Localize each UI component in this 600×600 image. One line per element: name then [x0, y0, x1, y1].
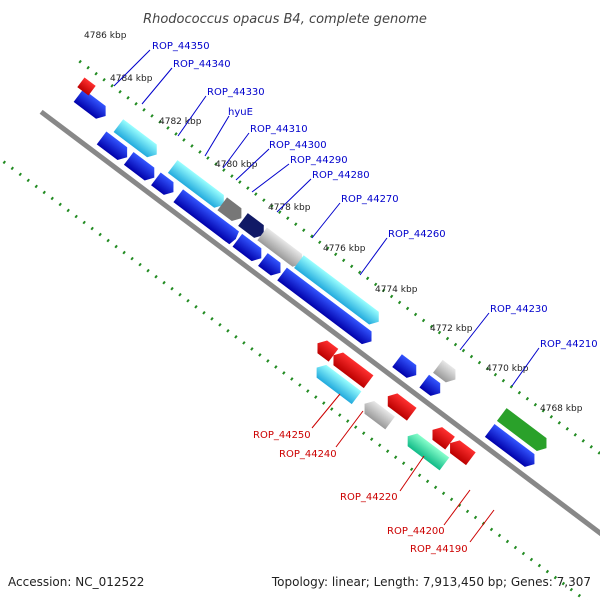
gene-blue-right[interactable]	[419, 374, 445, 400]
reverse-gene-label-text: ROP_44250 ROP_44240 ROP_44220 ROP_44200 …	[253, 430, 468, 555]
topology-text: Topology: linear; Length: 7,913,450 bp; …	[271, 575, 591, 589]
leader-line	[335, 410, 364, 448]
gene-blue-long[interactable]	[173, 189, 240, 245]
gene-label-rop-44190[interactable]: ROP_44190	[410, 544, 468, 555]
gene-red-right[interactable]	[445, 437, 476, 466]
gene-rop-44220[interactable]	[360, 397, 395, 430]
gene-rop-44250[interactable]	[313, 337, 339, 362]
gene-label-rop-44310[interactable]: ROP_44310	[250, 124, 308, 135]
gene-label-rop-44300[interactable]: ROP_44300	[269, 140, 327, 151]
leader-line	[443, 489, 471, 526]
forward-genes	[73, 89, 551, 470]
gene-rop-44270[interactable]	[257, 227, 307, 271]
gene-blue-lower[interactable]	[258, 253, 285, 279]
tick-label: 4784 kbp	[110, 74, 153, 84]
gene-label-rop-44240[interactable]: ROP_44240	[279, 449, 337, 460]
reverse-gene-labels	[311, 393, 495, 543]
leader-line	[222, 132, 250, 169]
gene-rop-44230[interactable]	[392, 354, 421, 381]
leader-line	[204, 115, 230, 157]
gene-label-rop-44210[interactable]: ROP_44210	[540, 339, 598, 350]
gene-rop-44280[interactable]	[238, 213, 268, 241]
tick-label: 4776 kbp	[323, 244, 366, 254]
tick-label: 4768 kbp	[540, 404, 583, 414]
gene-label-rop-44270[interactable]: ROP_44270	[341, 194, 399, 205]
gene-label-rop-44200[interactable]: ROP_44200	[387, 526, 445, 537]
accession-text: Accession: NC_012522	[8, 575, 144, 589]
gene-right-edge-1[interactable]	[496, 408, 551, 454]
tick-label: 4780 kbp	[215, 160, 258, 170]
gene-blue-big[interactable]	[277, 267, 376, 348]
tick-label: 4772 kbp	[430, 324, 473, 334]
leader-line	[359, 237, 388, 276]
leader-line	[235, 148, 270, 181]
gene-label-rop-44330[interactable]: ROP_44330	[207, 87, 265, 98]
gene-rop-44260[interactable]	[294, 255, 383, 328]
forward-gene-label-text: ROP_44350 ROP_44340 ROP_44330 hyuE ROP_4…	[152, 41, 598, 350]
gene-hyue[interactable]	[123, 152, 159, 184]
gene-label-rop-44280[interactable]: ROP_44280	[312, 170, 370, 181]
leader-line	[276, 178, 312, 213]
gene-label-rop-44230[interactable]: ROP_44230	[490, 304, 548, 315]
gene-rop-44340[interactable]	[113, 119, 162, 161]
tick-label: 4778 kbp	[268, 203, 311, 213]
gene-label-rop-44260[interactable]: ROP_44260	[388, 229, 446, 240]
genome-backbone	[39, 109, 600, 548]
leader-line	[511, 347, 540, 387]
reverse-genes	[77, 77, 476, 471]
leader-line	[177, 95, 207, 137]
gene-label-hyue[interactable]: hyuE	[228, 107, 253, 118]
scale-line-top	[78, 59, 600, 508]
tick-label: 4782 kbp	[159, 117, 202, 127]
gene-rop-44240[interactable]	[312, 361, 362, 405]
gene-blue-mid[interactable]	[232, 233, 267, 265]
leader-line	[399, 455, 425, 492]
gene-red-mid[interactable]	[383, 390, 417, 421]
gene-right-edge-2[interactable]	[484, 424, 539, 470]
tick-labels: 4786 kbp 4784 kbp 4782 kbp 4780 kbp 4778…	[84, 31, 583, 414]
gene-rop-44300[interactable]	[167, 160, 229, 211]
gene-label-rop-44220[interactable]: ROP_44220	[340, 492, 398, 503]
gene-rop-44290[interactable]	[217, 197, 246, 224]
leader-line	[311, 393, 341, 429]
gene-rop-44190[interactable]	[428, 424, 455, 450]
leader-line	[141, 67, 173, 105]
tick-label: 4774 kbp	[375, 285, 418, 295]
gene-rop-44330[interactable]	[96, 131, 132, 164]
tick-label: 4786 kbp	[84, 31, 127, 41]
forward-gene-labels	[113, 49, 540, 387]
scale-line-bottom	[2, 160, 596, 600]
gene-label-rop-44340[interactable]: ROP_44340	[173, 59, 231, 70]
leader-line	[469, 509, 495, 543]
map-title: Rhodococcus opacus B4, complete genome	[143, 12, 427, 27]
gene-label-rop-44350[interactable]: ROP_44350	[152, 41, 210, 52]
gene-red-far-left[interactable]	[77, 77, 96, 96]
leader-line	[113, 49, 151, 87]
leader-line	[251, 163, 290, 193]
gene-rop-44210[interactable]	[433, 359, 460, 386]
gene-label-rop-44290[interactable]: ROP_44290	[290, 155, 348, 166]
gene-red-pair[interactable]	[329, 349, 374, 389]
leader-line	[459, 312, 490, 351]
gene-blue-small[interactable]	[221, 225, 240, 245]
gene-rop-44200[interactable]	[403, 430, 450, 471]
gene-rop-44350[interactable]	[73, 89, 111, 122]
tick-label: 4770 kbp	[486, 364, 529, 374]
gene-rop-44310[interactable]	[151, 172, 178, 198]
gene-label-rop-44250[interactable]: ROP_44250	[253, 430, 311, 441]
leader-line	[311, 202, 341, 239]
